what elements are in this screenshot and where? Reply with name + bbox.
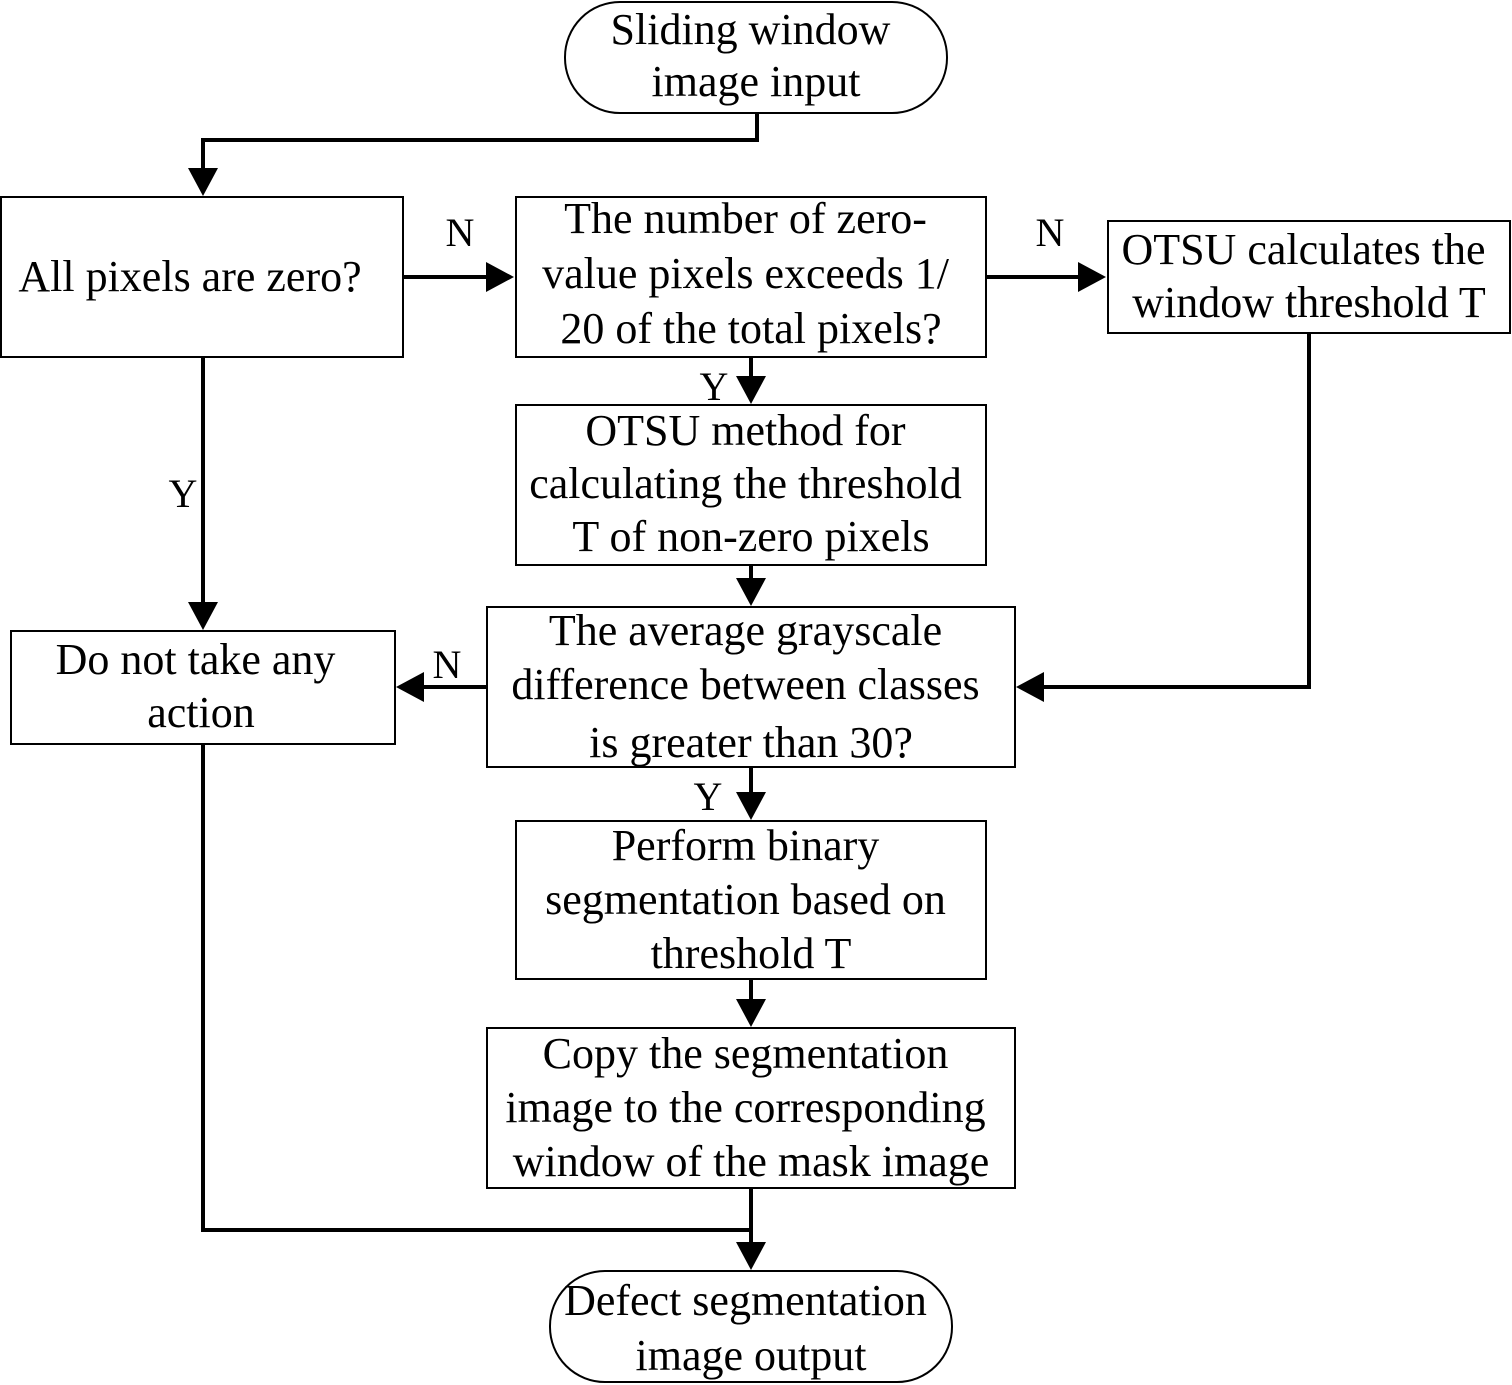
all-zero-box bbox=[0, 196, 404, 358]
binary-seg-line-2: segmentation based on bbox=[545, 875, 946, 924]
arrowhead bbox=[736, 1242, 766, 1270]
no-action-label: Do not take any action bbox=[56, 635, 347, 737]
node-binary-seg: Perform binary segmentation based on thr… bbox=[515, 820, 987, 980]
otsu-window-label: OTSU calculates the window threshold T bbox=[1121, 225, 1496, 327]
otsu-nonzero-box bbox=[515, 404, 987, 566]
otsu-window-box bbox=[1107, 220, 1511, 334]
arrowhead bbox=[396, 672, 424, 702]
start-terminator bbox=[564, 1, 948, 114]
otsu-nonzero-line-3: T of non-zero pixels bbox=[572, 512, 929, 561]
node-all-zero: All pixels are zero? bbox=[0, 196, 404, 358]
gray-diff-label: The average grayscale difference between… bbox=[511, 606, 990, 767]
gray-diff-line-3: is greater than 30? bbox=[589, 718, 913, 767]
label-all-zero-no: N bbox=[446, 210, 475, 255]
no-action-box bbox=[10, 630, 396, 745]
edge-start-to-all-zero bbox=[201, 113, 759, 172]
otsu-nonzero-line-2: calculating the threshold bbox=[529, 459, 962, 508]
binary-seg-line-1: Perform binary bbox=[612, 821, 880, 870]
arrowhead bbox=[736, 376, 766, 404]
start-line-2: image input bbox=[652, 57, 861, 106]
otsu-window-line-2: window threshold T bbox=[1132, 278, 1486, 327]
node-start: Sliding window image input bbox=[564, 1, 948, 114]
end-terminator bbox=[549, 1270, 953, 1383]
otsu-nonzero-line-1: OTSU method for bbox=[585, 406, 906, 455]
start-line-1: Sliding window bbox=[611, 5, 891, 54]
connectors bbox=[188, 113, 1311, 1270]
end-label: Defect segmentation image output bbox=[564, 1276, 938, 1380]
gray-diff-line-2: difference between classes bbox=[511, 660, 979, 709]
copy-mask-line-2: image to the corresponding bbox=[505, 1083, 985, 1132]
zero-ratio-box bbox=[515, 196, 987, 358]
zero-ratio-label: The number of zero- value pixels exceeds… bbox=[542, 194, 960, 353]
arrowhead bbox=[1078, 262, 1106, 292]
arrowhead bbox=[1016, 672, 1044, 702]
otsu-nonzero-label: OTSU method for calculating the threshol… bbox=[529, 406, 973, 561]
arrowhead bbox=[188, 602, 218, 630]
gray-diff-line-1: The average grayscale bbox=[549, 606, 942, 655]
start-label: Sliding window image input bbox=[611, 5, 902, 106]
otsu-window-line-1: OTSU calculates the bbox=[1121, 225, 1485, 274]
binary-seg-label: Perform binary segmentation based on thr… bbox=[545, 821, 957, 978]
zero-ratio-line-1: The number of zero- bbox=[564, 194, 927, 243]
no-action-line-1: Do not take any bbox=[56, 635, 336, 684]
node-zero-ratio: The number of zero- value pixels exceeds… bbox=[515, 194, 987, 358]
all-zero-label: All pixels are zero? bbox=[18, 252, 361, 301]
node-gray-diff: The average grayscale difference between… bbox=[486, 606, 1016, 768]
zero-ratio-line-3: 20 of the total pixels? bbox=[560, 304, 941, 353]
node-end: Defect segmentation image output bbox=[549, 1270, 953, 1383]
binary-seg-box bbox=[515, 820, 987, 980]
edge-no-action-to-end bbox=[201, 744, 751, 1232]
copy-mask-label: Copy the segmentation image to the corre… bbox=[505, 1029, 996, 1186]
no-action-line-2: action bbox=[147, 688, 255, 737]
arrowhead bbox=[486, 262, 514, 292]
node-copy-mask: Copy the segmentation image to the corre… bbox=[486, 1027, 1016, 1189]
arrowhead bbox=[736, 792, 766, 820]
arrowhead bbox=[736, 999, 766, 1027]
node-otsu-window: OTSU calculates the window threshold T bbox=[1107, 220, 1511, 334]
label-zero-ratio-yes: Y bbox=[700, 364, 729, 409]
end-line-1: Defect segmentation bbox=[564, 1276, 927, 1325]
all-zero-line-1: All pixels are zero? bbox=[18, 252, 361, 301]
edge-labels: N Y N Y N Y bbox=[169, 210, 1065, 819]
arrowhead bbox=[736, 578, 766, 606]
label-zero-ratio-no: N bbox=[1036, 210, 1065, 255]
gray-diff-box bbox=[486, 606, 1016, 768]
node-otsu-nonzero: OTSU method for calculating the threshol… bbox=[515, 404, 987, 566]
label-gray-diff-yes: Y bbox=[694, 774, 723, 819]
zero-ratio-line-2: value pixels exceeds 1/ bbox=[542, 249, 950, 298]
label-all-zero-yes: Y bbox=[169, 471, 198, 516]
arrowhead bbox=[188, 168, 218, 196]
copy-mask-line-1: Copy the segmentation bbox=[543, 1029, 949, 1078]
copy-mask-box bbox=[486, 1027, 1016, 1189]
copy-mask-line-3: window of the mask image bbox=[513, 1137, 990, 1186]
node-no-action: Do not take any action bbox=[10, 630, 396, 745]
end-line-2: image output bbox=[636, 1331, 867, 1380]
label-gray-diff-no: N bbox=[433, 642, 462, 687]
edge-otsu-window-to-gray-diff bbox=[1040, 333, 1311, 689]
binary-seg-line-3: threshold T bbox=[651, 929, 852, 978]
